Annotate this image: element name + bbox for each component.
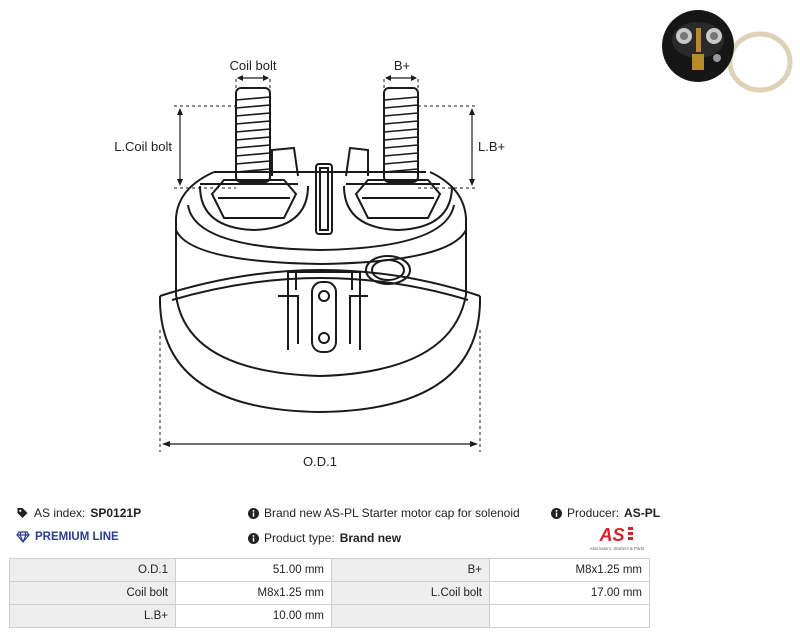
b-plus-bolt [383,87,419,183]
nut-right [354,179,442,219]
spec-label: O.D.1 [9,558,176,582]
premium-line-badge: PREMIUM LINE [16,531,119,543]
label-l-b-plus: L.B+ [478,139,505,154]
producer-row: Producer: AS-PL [551,506,660,520]
table-row: Coil bolt M8x1.25 mm L.Coil bolt 17.00 m… [9,581,650,605]
technical-drawing: Coil bolt B+ L.Coil bolt L.B+ O.D.1 [114,58,505,469]
product-thumbnail[interactable] [660,6,796,106]
diamond-icon [16,531,30,543]
spec-label: B+ [331,558,490,582]
label-coil-bolt: Coil bolt [230,58,277,73]
as-index-row: AS index: SP0121P [16,506,141,520]
product-type-label: Product type: [264,531,335,545]
spec-label [331,604,490,628]
tag-icon [17,508,28,518]
spec-value: 17.00 mm [489,581,650,605]
label-b-plus: B+ [394,58,410,73]
spec-value: M8x1.25 mm [489,558,650,582]
spec-value [489,604,650,628]
premium-line-label: PREMIUM LINE [35,531,119,543]
product-type-row: Product type: Brand new [248,531,401,545]
coil-bolt [235,87,271,183]
spec-value: 10.00 mm [175,604,332,628]
label-od1: O.D.1 [303,454,337,469]
logo-tagline: Alternators, Starters & Parts [590,546,645,551]
as-index-value: SP0121P [90,506,142,520]
product-type-value: Brand new [339,531,402,545]
product-description: Brand new AS-PL Starter motor cap for so… [264,506,520,520]
info-icon [248,507,259,519]
spec-label: L.B+ [9,604,176,628]
producer-label: Producer: [567,506,620,520]
spec-label: Coil bolt [9,581,176,605]
as-index-label: AS index: [34,506,86,520]
table-row: O.D.1 51.00 mm B+ M8x1.25 mm [9,558,650,582]
table-row: L.B+ 10.00 mm [9,604,650,628]
base-flange [159,301,481,414]
info-icon [551,507,562,519]
description-row: Brand new AS-PL Starter motor cap for so… [248,506,520,520]
label-l-coil-bolt: L.Coil bolt [114,139,172,154]
spec-value: M8x1.25 mm [175,581,332,605]
producer-value: AS-PL [624,506,661,520]
cap-body [175,294,467,378]
spec-table: O.D.1 51.00 mm B+ M8x1.25 mm Coil bolt M… [9,558,650,628]
nut-left [210,179,298,219]
brand-logo: AS Alternators, Starters & Parts [590,525,645,551]
spec-label: L.Coil bolt [331,581,490,605]
info-icon [248,532,259,544]
spec-value: 51.00 mm [175,558,332,582]
logo-text: AS [598,525,624,545]
